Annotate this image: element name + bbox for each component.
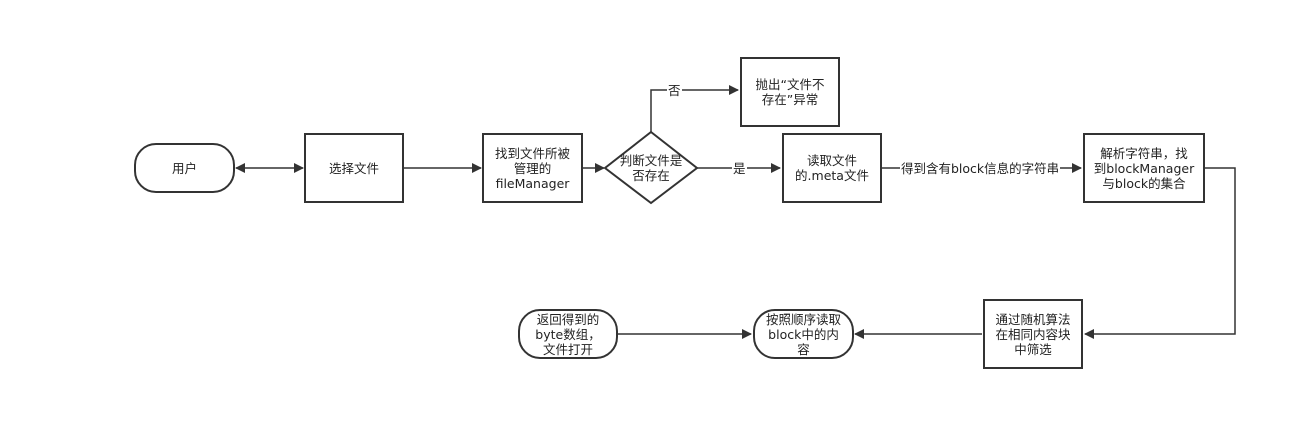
edge-label-no: 否 xyxy=(667,83,682,98)
read-meta-label: 读取文件 的.meta文件 xyxy=(795,153,869,183)
check-exists-diamond: 判断文件是 否存在 xyxy=(611,148,691,188)
check-exists-label: 判断文件是 否存在 xyxy=(619,153,683,183)
read-block-label: 按照顺序读取 block中的内 容 xyxy=(765,311,841,357)
read-block-terminal: 按照顺序读取 block中的内 容 xyxy=(753,309,854,359)
edge-label-meta-parse: 得到含有block信息的字符串 xyxy=(900,161,1061,176)
user-label: 用户 xyxy=(171,160,197,176)
return-bytes-label: 返回得到的 byte数组， 文件打开 xyxy=(535,311,601,357)
user-terminal: 用户 xyxy=(134,143,235,193)
random-filter-label: 通过随机算法 在相同内容块 中筛选 xyxy=(995,311,1071,357)
return-bytes-terminal: 返回得到的 byte数组， 文件打开 xyxy=(518,309,618,359)
throw-error-label: 抛出“文件不 存在”异常 xyxy=(755,77,825,107)
find-manager-label: 找到文件所被 管理的 fileManager xyxy=(494,145,570,191)
edge-parse-filter xyxy=(1084,167,1236,339)
edge-label-yes: 是 xyxy=(732,161,747,176)
edge-check-throw xyxy=(650,85,739,132)
parse-string-box: 解析字符串，找 到blockManager 与block的集合 xyxy=(1083,133,1205,203)
select-file-box: 选择文件 xyxy=(304,133,404,203)
read-meta-box: 读取文件 的.meta文件 xyxy=(782,133,882,203)
find-manager-box: 找到文件所被 管理的 fileManager xyxy=(482,133,583,203)
parse-string-label: 解析字符串，找 到blockManager 与block的集合 xyxy=(1093,145,1195,191)
throw-error-box: 抛出“文件不 存在”异常 xyxy=(740,57,840,127)
random-filter-box: 通过随机算法 在相同内容块 中筛选 xyxy=(983,299,1083,369)
decision-diamond-shape xyxy=(603,130,699,205)
select-file-label: 选择文件 xyxy=(328,160,379,176)
